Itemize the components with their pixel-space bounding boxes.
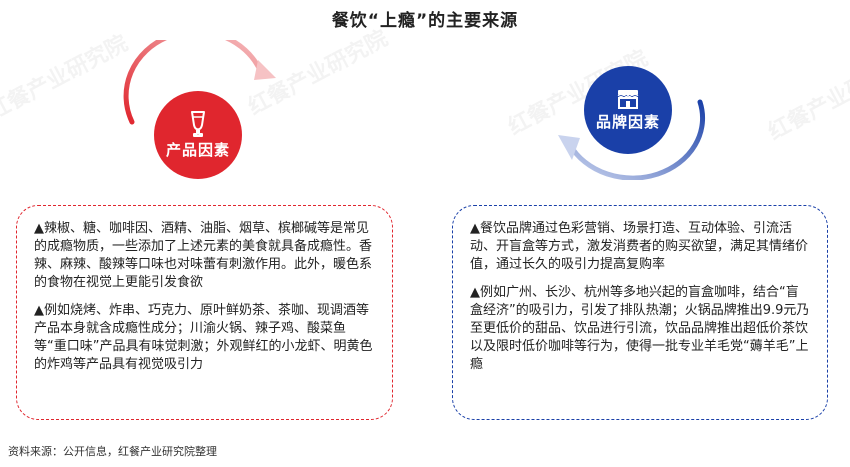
right-text-panel: ▲餐饮品牌通过色彩营销、场景打造、互动体验、引流活动、开盲盒等方式，激发消费者的… (452, 205, 828, 420)
left-paragraph-1: ▲辣椒、糖、咖啡因、酒精、油脂、烟草、槟榔碱等是常见的成瘾物质，一些添加了上述元… (34, 221, 373, 290)
arc-arrow (567, 99, 706, 180)
right-paragraph-2: ▲例如广州、长沙、杭州等多地兴起的盲盒咖啡，结合“盲盒经济”的吸引力，引发了排队… (470, 285, 810, 372)
left-text-panel: ▲辣椒、糖、咖啡因、酒精、油脂、烟草、槟榔碱等是常见的成瘾物质，一些添加了上述元… (16, 205, 393, 420)
left-paragraph-2: ▲例如烧烤、炸串、巧克力、原叶鲜奶茶、茶咖、现调酒等产品本身就含成瘾性成分；川渝… (34, 303, 373, 372)
arc-arrow (123, 40, 263, 125)
right-circle-graphic (558, 66, 706, 180)
storefront-icon (617, 89, 639, 109)
diagram-title: 餐饮“上瘾”的主要来源 (331, 11, 519, 31)
center-divider (424, 52, 426, 428)
beer-glass-icon (191, 110, 205, 137)
source-note: 资料来源：公开信息，红餐产业研究院整理 (8, 445, 217, 458)
left-circle: 产品因素 (154, 91, 242, 179)
watermark: 红餐产业研究院 (762, 46, 850, 147)
right-paragraph-1: ▲餐饮品牌通过色彩营销、场景打造、互动体验、引流活动、开盲盒等方式，激发消费者的… (470, 221, 809, 272)
arc-arrow-head (254, 60, 276, 80)
left-circle-label: 产品因素 (165, 140, 230, 159)
arc-arrow-head (558, 135, 580, 160)
right-circle-label: 品牌因素 (595, 112, 660, 131)
right-circle: 品牌因素 (584, 66, 672, 154)
